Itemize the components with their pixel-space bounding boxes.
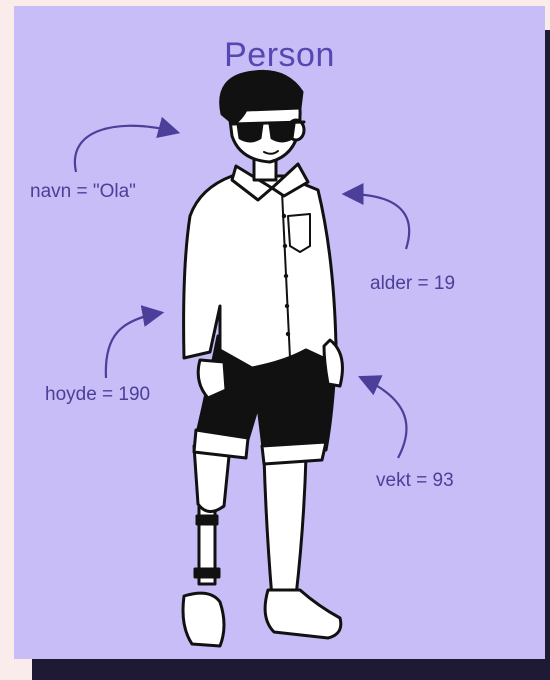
right-hand: [324, 340, 342, 386]
right-leg: [264, 456, 306, 598]
attribute-vekt: vekt = 93: [376, 470, 454, 492]
shirt: [184, 176, 336, 368]
arrow-vekt: [362, 378, 406, 458]
sunglasses: [238, 124, 262, 141]
diagram-card: Person: [14, 6, 545, 659]
person-illustration: [14, 6, 545, 659]
attribute-alder: alder = 19: [370, 273, 455, 295]
attribute-hoyde: hoyde = 190: [45, 384, 150, 406]
right-shoe: [265, 590, 341, 638]
left-shoe: [183, 593, 224, 646]
arrow-hoyde: [106, 313, 160, 378]
left-hand: [198, 360, 226, 398]
arrow-alder: [346, 194, 409, 249]
attribute-navn: navn = "Ola": [30, 181, 136, 203]
arrow-navn: [75, 126, 176, 172]
